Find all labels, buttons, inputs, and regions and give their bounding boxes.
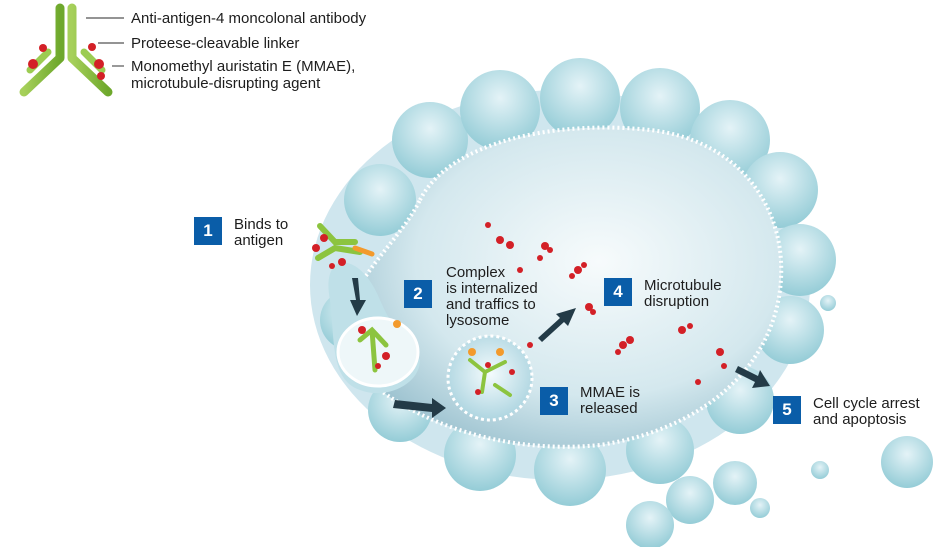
arrow-apoptosis-icon [735,366,770,388]
step-4-callout: 4 Microtubule disruption [604,278,722,310]
step-5-line: Cell cycle arrest [813,395,920,412]
step-1-line: Binds to [234,216,289,233]
endosome-invagination [328,262,420,394]
step-2-callout: 2 Complex is internalized and traffics t… [404,265,538,329]
step-2-line: Complex [446,264,506,281]
step-4-line: Microtubule [644,277,722,294]
step-3-line: released [580,400,638,417]
step-4-label: Microtubule disruption [644,278,722,310]
arrow-release-icon [538,308,576,342]
legend-linker-label: Proteese-cleavable linker [131,35,300,52]
released-mmae-particles [485,222,727,385]
step-5-badge: 5 [773,396,801,424]
step-1-label: Binds to antigen [234,217,288,249]
step-4-line: disruption [644,293,710,310]
step-3-badge: 3 [540,387,568,415]
step-2-line: lysosome [446,312,510,329]
step-5-line: and apoptosis [813,411,907,428]
bound-antibody [312,223,375,269]
antibody-legend-icon [19,3,113,97]
legend-antibody-label: Anti-antigen-4 moncolonal antibody [131,10,367,27]
step-2-line: is internalized [446,280,538,297]
arrow-to-lysosome-icon [393,398,446,418]
step-3-line: MMAE is [580,384,640,401]
step-1-line: antigen [234,232,284,249]
lysosome [446,334,534,422]
step-2-line: and traffics to [446,296,536,313]
step-1-badge: 1 [194,217,222,245]
step-3-label: MMAE is released [580,385,640,417]
step-5-callout: 5 Cell cycle arrest and apoptosis [773,396,920,428]
legend-mmae-label-line2: microtubule-disrupting agent [131,75,321,92]
step-4-badge: 4 [604,278,632,306]
step-2-label: Complex is internalized and traffics to … [446,265,538,329]
step-5-label: Cell cycle arrest and apoptosis [813,396,920,428]
arrow-internalize-icon [350,278,366,316]
process-arrows [350,278,770,418]
step-3-callout: 3 MMAE is released [540,385,640,417]
step-2-badge: 2 [404,280,432,308]
apoptotic-bodies [626,295,933,547]
legend-mmae-label-line1: Monomethyl auristatin E (MMAE), [131,58,356,75]
step-1-callout: 1 Binds to antigen [194,217,288,249]
